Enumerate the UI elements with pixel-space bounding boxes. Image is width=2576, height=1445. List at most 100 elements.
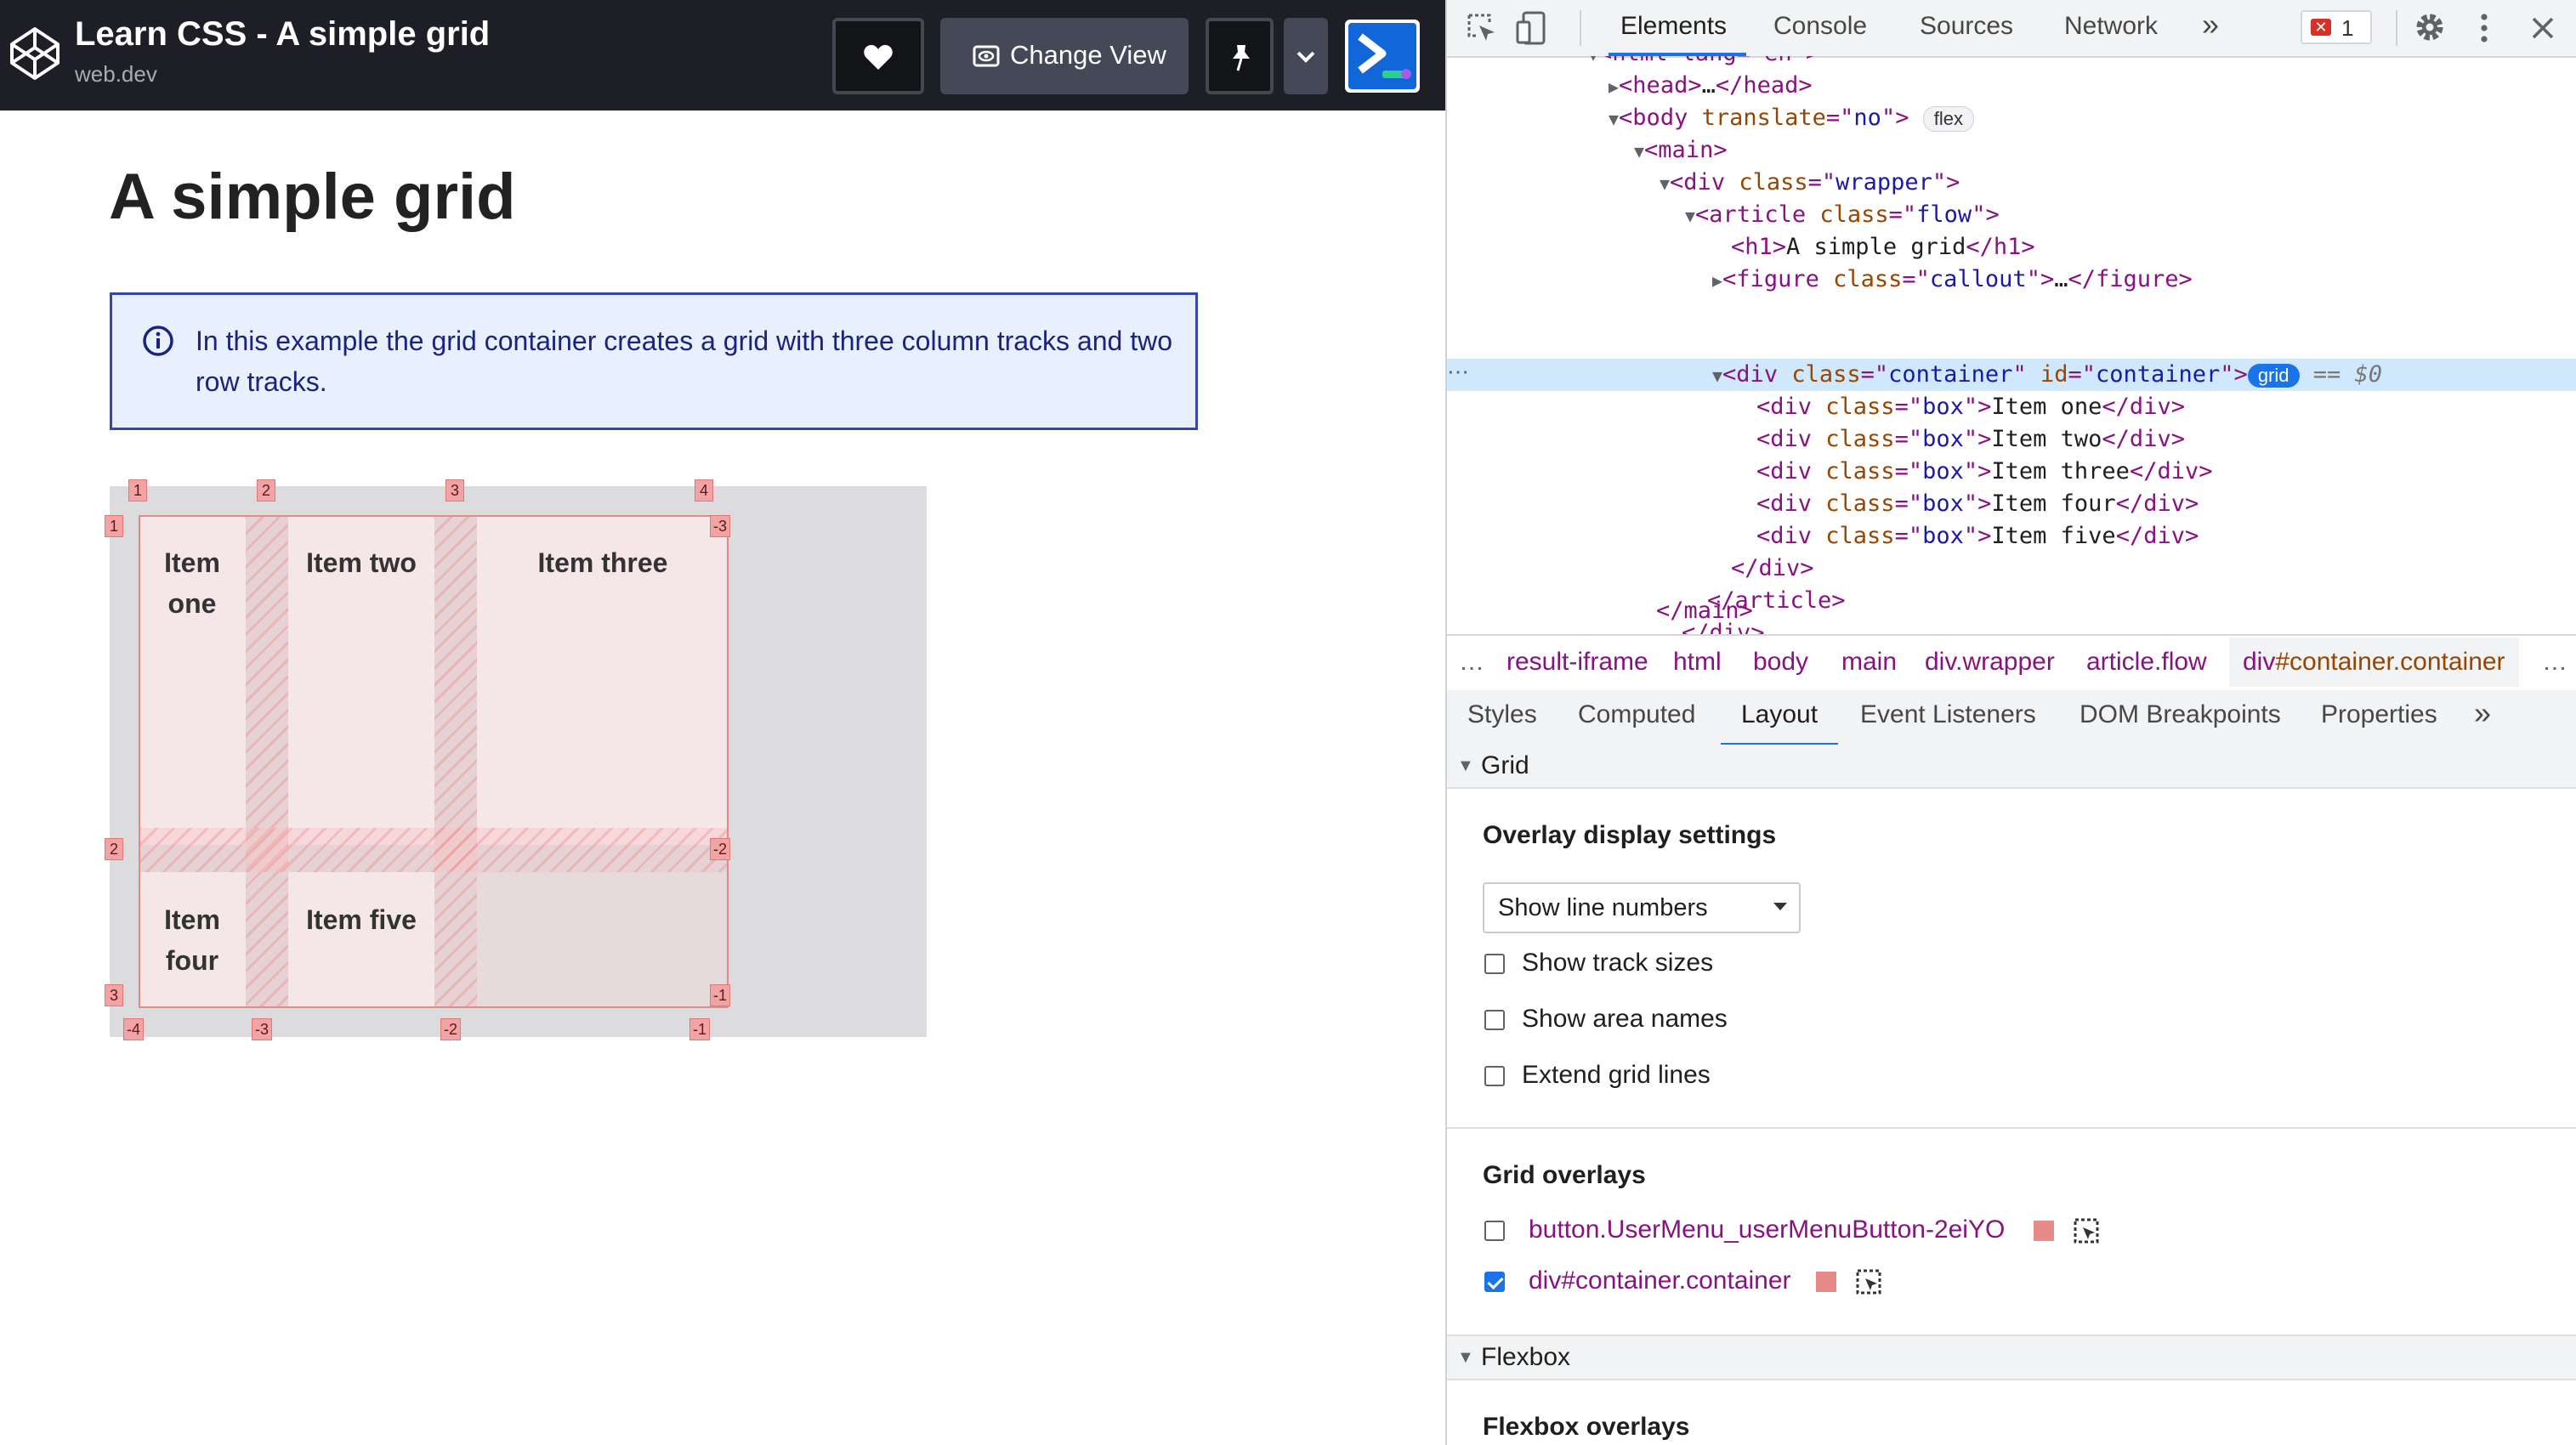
dom-node-main[interactable]: ▼<main> <box>1634 137 1728 163</box>
checkbox-label: Show track sizes <box>1522 949 1714 977</box>
dom-close-article: </article> <box>1707 587 1846 614</box>
pin-button[interactable] <box>1206 18 1274 94</box>
gear-icon[interactable] <box>2413 10 2447 44</box>
section-divider <box>1447 1127 2576 1129</box>
overlay-label[interactable]: button.UserMenu_userMenuButton-2eiYO <box>1529 1216 2006 1244</box>
breadcrumb-overflow[interactable]: … <box>1459 648 1484 676</box>
tab-sources[interactable]: Sources <box>1920 12 2014 40</box>
line-number-badge: 3 <box>445 479 464 502</box>
dom-node-box[interactable]: <div class="box">Item two</div> <box>1756 426 2185 452</box>
dom-node-box[interactable]: <div class="box">Item three</div> <box>1756 458 2213 484</box>
flexbox-section-header[interactable]: ▼ Flexbox <box>1447 1334 2576 1380</box>
kebab-menu-icon[interactable] <box>2477 12 2491 44</box>
flex-badge[interactable]: flex <box>1922 105 1974 132</box>
more-tabs-button[interactable]: » <box>2202 7 2220 42</box>
line-numbers-select[interactable]: Show line numbers <box>1483 882 1801 933</box>
line-number-badge: -3 <box>710 515 731 537</box>
grid-container[interactable]: Item one Item two Item three Item four I… <box>105 479 927 1040</box>
error-icon: ✕ <box>2311 19 2331 36</box>
show-track-sizes-checkbox[interactable] <box>1484 954 1505 974</box>
breadcrumb-item[interactable]: body <box>1753 648 1809 676</box>
overlay-checkbox-usermenu[interactable] <box>1484 1221 1505 1241</box>
grid-item-label: Item one <box>164 547 220 619</box>
line-number-badge: 4 <box>695 479 713 502</box>
dom-node-box[interactable]: <div class="box">Item one</div> <box>1756 394 2185 420</box>
breadcrumb-item[interactable]: result-iframe <box>1506 648 1648 676</box>
overlay-label[interactable]: div#container.container <box>1529 1266 1791 1295</box>
close-icon[interactable] <box>2528 14 2557 42</box>
row-gap <box>139 828 729 872</box>
grid-section-header[interactable]: ▼ Grid <box>1447 745 2576 789</box>
node-actions-ellipsis[interactable]: ⋯ <box>1447 359 1469 384</box>
breadcrumb-item-active[interactable]: div#container.container <box>2229 638 2519 687</box>
dom-node-head[interactable]: ▶<head>…</head> <box>1609 72 1813 99</box>
grid-item-label: Item five <box>306 904 417 935</box>
dom-node-article[interactable]: ▼<article class="flow"> <box>1685 201 2000 228</box>
terminal-run-icon <box>1348 23 1416 89</box>
dom-close-div: </div> <box>1731 555 1814 581</box>
dom-node-container[interactable]: ▼<div class="container" id="container">g… <box>1712 361 2383 388</box>
dom-node-h1[interactable]: <h1>A simple grid</h1> <box>1731 234 2035 260</box>
dom-node-wrapper[interactable]: ▼<div class="wrapper"> <box>1660 169 1960 196</box>
error-count: 1 <box>2341 15 2354 41</box>
change-view-label: Change View <box>1010 40 1166 70</box>
eye-icon <box>973 45 1000 67</box>
highlight-element-icon[interactable] <box>1855 1268 1882 1295</box>
line-number-badge: -2 <box>440 1018 462 1040</box>
tab-elements[interactable]: Elements <box>1620 12 1728 40</box>
toolbar-divider <box>1580 10 1581 46</box>
tab-properties[interactable]: Properties <box>2321 700 2437 728</box>
devtools-toolbar: Elements Console Sources Network » ✕ 1 <box>1447 0 2576 58</box>
checkbox-label: Show area names <box>1522 1005 1728 1033</box>
more-subtabs-button[interactable]: » <box>2474 695 2492 730</box>
overlay-color-swatch[interactable] <box>2034 1221 2054 1241</box>
tab-styles[interactable]: Styles <box>1467 700 1537 728</box>
extend-grid-lines-checkbox[interactable] <box>1484 1066 1505 1086</box>
breadcrumb-item[interactable]: article.flow <box>2086 648 2207 676</box>
inspect-element-icon[interactable] <box>1466 12 1498 44</box>
sidebar-tabs: Styles Computed Layout Event Listeners D… <box>1447 690 2576 750</box>
tab-event-listeners[interactable]: Event Listeners <box>1860 700 2036 728</box>
like-button[interactable] <box>832 18 924 94</box>
dom-node-body[interactable]: ▼<body translate="no"> flex <box>1609 102 1974 134</box>
page-title: A simple grid <box>109 161 516 233</box>
highlight-element-icon[interactable] <box>2073 1217 2100 1244</box>
line-number-badge: 1 <box>105 515 123 537</box>
device-toggle-icon[interactable] <box>1515 10 1549 46</box>
tab-network[interactable]: Network <box>2064 12 2159 40</box>
breadcrumb-overflow-right[interactable]: … <box>2542 648 2567 676</box>
checkbox-label: Extend grid lines <box>1522 1061 1711 1089</box>
more-options-button[interactable] <box>1284 18 1328 94</box>
show-area-names-checkbox[interactable] <box>1484 1010 1505 1030</box>
dom-node-box[interactable]: <div class="box">Item four</div> <box>1756 490 2199 517</box>
tab-layout[interactable]: Layout <box>1741 700 1819 728</box>
tab-console[interactable]: Console <box>1773 12 1868 40</box>
callout-box: In this example the grid container creat… <box>110 292 1198 430</box>
overlay-color-swatch[interactable] <box>1816 1272 1836 1292</box>
app-title: Learn CSS - A simple grid <box>75 15 491 53</box>
grid-item <box>288 872 434 1008</box>
dom-node-box[interactable]: <div class="box">Item five</div> <box>1756 523 2199 549</box>
line-number-badge: -3 <box>252 1018 273 1040</box>
codepen-logo-icon[interactable] <box>9 22 61 85</box>
flexbox-overlays-heading: Flexbox overlays <box>1483 1413 1690 1441</box>
breadcrumb-item[interactable]: main <box>1841 648 1898 676</box>
grid-badge[interactable]: grid <box>2247 363 2300 388</box>
preview-pane: Learn CSS - A simple grid web.dev Change… <box>0 0 1445 1040</box>
tab-elements-underline <box>1609 53 1746 56</box>
overlay-checkbox-container[interactable] <box>1484 1272 1505 1292</box>
change-view-button[interactable]: Change View <box>940 18 1189 94</box>
grid-item <box>288 515 434 845</box>
app-header: Learn CSS - A simple grid web.dev Change… <box>0 0 1445 110</box>
tab-dom-breakpoints[interactable]: DOM Breakpoints <box>2080 700 2281 728</box>
breadcrumb-item[interactable]: div.wrapper <box>1925 648 2055 676</box>
dom-node-html[interactable]: ▼<html lang="en"> <box>1588 56 1819 70</box>
column-gap <box>246 515 288 1008</box>
breadcrumb-item[interactable]: html <box>1673 648 1722 676</box>
grid-item <box>477 515 729 845</box>
dom-node-figure[interactable]: ▶<figure class="callout">…</figure> <box>1712 266 2193 292</box>
line-number-badge: 1 <box>128 479 147 502</box>
error-counter[interactable]: ✕ 1 <box>2301 10 2372 44</box>
run-button[interactable] <box>1345 20 1420 93</box>
tab-computed[interactable]: Computed <box>1578 700 1696 728</box>
